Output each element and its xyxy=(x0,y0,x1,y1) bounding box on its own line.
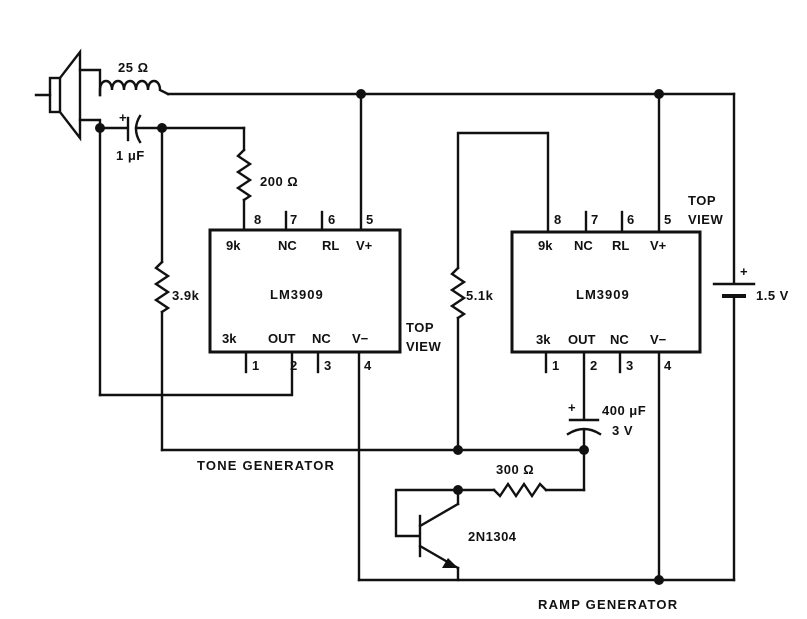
chip-1-top-label: TOP xyxy=(406,320,434,335)
chip-2-top-label: TOP xyxy=(688,193,716,208)
cap-polarity-mark: + xyxy=(119,110,127,125)
chip-1-pin-label-nc: NC xyxy=(278,238,297,253)
chip-2-pin-7: 7 xyxy=(591,212,598,227)
chip-2-pin-2: 2 xyxy=(590,358,597,373)
chip-1-pin-label-vplus: V+ xyxy=(356,238,373,253)
chip-1-pin-6: 6 xyxy=(328,212,335,227)
chip-1-pin-label-nc2: NC xyxy=(312,331,331,346)
cap-ramp-polarity: + xyxy=(568,400,576,415)
chip-1-pin-4: 4 xyxy=(364,358,372,373)
chip-1-pin-label-9k: 9k xyxy=(226,238,241,253)
resistor-5.1k-label: 5.1k xyxy=(466,288,494,303)
chip-2-view-label: VIEW xyxy=(688,212,723,227)
chip-1-pin-5: 5 xyxy=(366,212,373,227)
chip-2-pin-3: 3 xyxy=(626,358,633,373)
chip-2-pin-label-out: OUT xyxy=(568,332,596,347)
resistor-5.1k-icon xyxy=(449,266,467,320)
tone-generator-caption: TONE GENERATOR xyxy=(197,458,335,473)
chip-2-pin-label-nc: NC xyxy=(574,238,593,253)
junction-dot xyxy=(453,445,463,455)
chip-2-pin-label-vminus: V− xyxy=(650,332,667,347)
chip-2-pin-label-nc2: NC xyxy=(610,332,629,347)
chip-2-pin-label-9k: 9k xyxy=(538,238,553,253)
chip-1-pin-label-rl: RL xyxy=(322,238,339,253)
chip-1-pin-1: 1 xyxy=(252,358,259,373)
resistor-300-label: 300 Ω xyxy=(496,462,534,477)
cap-ramp-voltage-label: 3 V xyxy=(612,423,633,438)
chip-2-name: LM3909 xyxy=(576,287,630,302)
battery-polarity: + xyxy=(740,264,748,279)
coil-inductor xyxy=(98,79,170,97)
chip-2-pin-5: 5 xyxy=(664,212,671,227)
resistor-3.9k-label: 3.9k xyxy=(172,288,200,303)
chip-1-pin-2: 2 xyxy=(290,358,297,373)
chip-2-pin-4: 4 xyxy=(664,358,672,373)
cap-input-label: 1 μF xyxy=(116,148,145,163)
battery-icon xyxy=(712,282,756,298)
chip-2-pin-6: 6 xyxy=(627,212,634,227)
resistor-3.9k-icon xyxy=(153,260,171,314)
resistor-200-icon xyxy=(235,148,253,202)
chip-1-view-label: VIEW xyxy=(406,339,441,354)
chip-1-pin-8: 8 xyxy=(254,212,261,227)
chip-1-pin-label-vminus: V− xyxy=(352,331,369,346)
chip-2-pin-label-vplus: V+ xyxy=(650,238,667,253)
transistor-icon xyxy=(394,488,460,582)
resistor-300-icon xyxy=(492,481,548,499)
speaker-icon xyxy=(34,48,82,142)
chip-2-pin-label-rl: RL xyxy=(612,238,629,253)
chip-1: LM3909 9k NC RL V+ 3k OUT NC V− 8 7 6 5 … xyxy=(208,210,402,374)
coil-label: 25 Ω xyxy=(118,60,149,75)
cap-ramp-value-label: 400 μF xyxy=(602,403,646,418)
resistor-200-label: 200 Ω xyxy=(260,174,298,189)
chip-2-pin-8: 8 xyxy=(554,212,561,227)
chip-1-name: LM3909 xyxy=(270,287,324,302)
transistor-label: 2N1304 xyxy=(468,529,517,544)
chip-1-pin-label-3k: 3k xyxy=(222,331,237,346)
chip-1-pin-3: 3 xyxy=(324,358,331,373)
chip-2-pin-1: 1 xyxy=(552,358,559,373)
chip-1-pin-label-out: OUT xyxy=(268,331,296,346)
chip-2: LM3909 9k NC RL V+ 3k OUT NC V− 8 7 6 5 … xyxy=(510,210,702,374)
ramp-generator-caption: RAMP GENERATOR xyxy=(538,597,678,612)
chip-1-pin-7: 7 xyxy=(290,212,297,227)
battery-label: 1.5 V xyxy=(756,288,789,303)
chip-2-pin-label-3k: 3k xyxy=(536,332,551,347)
